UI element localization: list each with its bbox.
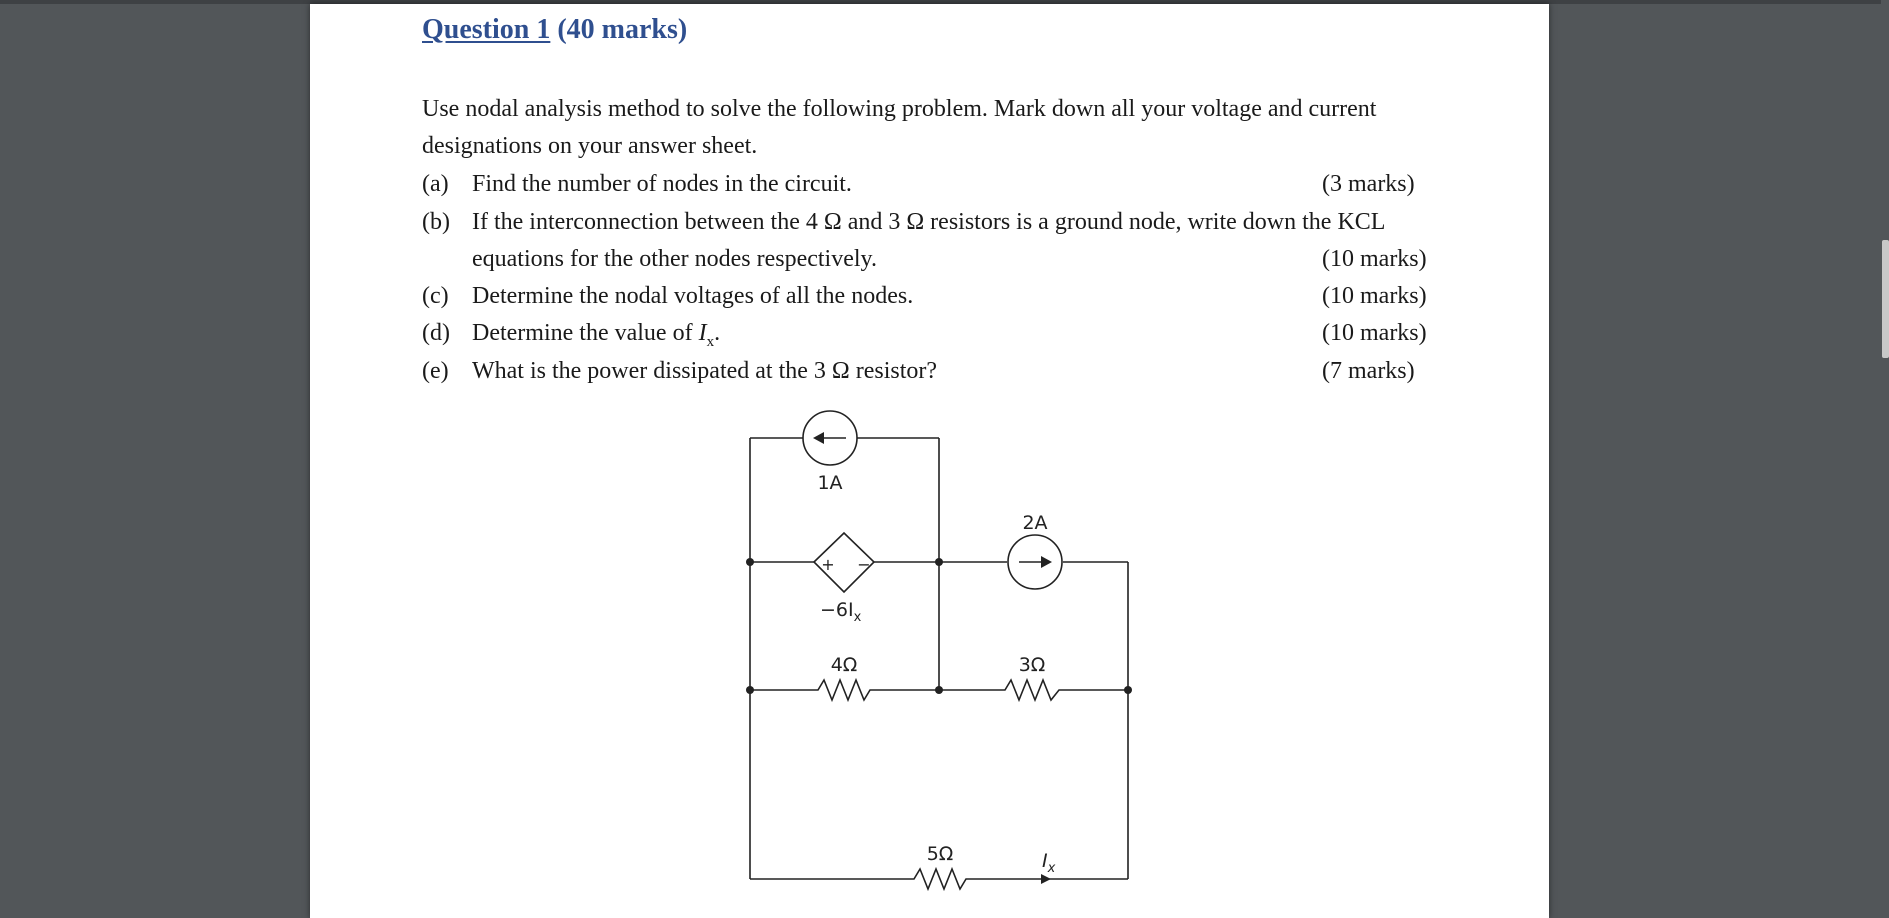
circuit-diagram: 1A 2A + − −6Ix 4Ω 3Ω 5Ω Ix bbox=[746, 410, 1132, 892]
intro-line-2: designations on your answer sheet. bbox=[422, 133, 758, 159]
resistor-4-ohm bbox=[810, 677, 878, 703]
question-title-link[interactable]: Question 1 bbox=[422, 14, 551, 45]
question-total-marks: (40 marks) bbox=[557, 14, 688, 45]
toolbar-shadow bbox=[0, 0, 1889, 4]
label-dep-source-subscript: x bbox=[854, 610, 862, 625]
intro-line-1: Use nodal analysis method to solve the f… bbox=[422, 96, 1377, 122]
part-a-marks: (3 marks) bbox=[1322, 171, 1415, 197]
label-dep-source-value: −6I bbox=[820, 599, 854, 621]
current-source-2a-arrowhead bbox=[1041, 556, 1052, 568]
part-b-marks: (10 marks) bbox=[1322, 246, 1427, 272]
label-dep-plus: + bbox=[821, 555, 834, 574]
part-a-text: Find the number of nodes in the circuit. bbox=[472, 171, 852, 197]
label-ix-value: I bbox=[1042, 850, 1048, 872]
part-c-text: Determine the nodal voltages of all the … bbox=[472, 283, 914, 309]
node-dot-left-lower bbox=[746, 686, 754, 694]
resistor-5-ohm bbox=[906, 866, 974, 892]
part-d-text: Determine the value of Ix. bbox=[472, 320, 720, 351]
current-source-1a-arrowhead bbox=[813, 432, 824, 444]
part-d-variable: I bbox=[698, 320, 707, 346]
part-e-text: What is the power dissipated at the 3 Ω … bbox=[472, 358, 938, 384]
part-c-marks: (10 marks) bbox=[1322, 283, 1427, 309]
label-1a: 1A bbox=[817, 472, 842, 494]
node-dot-middle-lower bbox=[935, 686, 943, 694]
label-r3: 3Ω bbox=[1019, 654, 1046, 676]
part-d-text-prefix: Determine the value of bbox=[472, 320, 699, 346]
part-d-marks: (10 marks) bbox=[1322, 320, 1427, 346]
node-dot-right bbox=[1124, 686, 1132, 694]
part-e-label: (e) bbox=[422, 358, 449, 384]
part-b-label: (b) bbox=[422, 209, 450, 235]
part-a-label: (a) bbox=[422, 171, 449, 197]
label-r5: 5Ω bbox=[927, 843, 954, 865]
label-2a: 2A bbox=[1022, 512, 1047, 534]
node-dot-middle-upper bbox=[935, 558, 943, 566]
label-r4: 4Ω bbox=[831, 654, 858, 676]
current-source-2a bbox=[1007, 534, 1063, 590]
part-d-text-suffix: . bbox=[714, 320, 721, 346]
part-d-label: (d) bbox=[422, 320, 450, 346]
part-e-marks: (7 marks) bbox=[1322, 358, 1415, 384]
scrollbar-track[interactable] bbox=[1881, 0, 1889, 918]
question-heading: Question 1 (40 marks) bbox=[422, 14, 687, 46]
current-source-1a bbox=[802, 410, 858, 466]
label-dep-minus: − bbox=[857, 555, 870, 574]
ix-arrowhead bbox=[1041, 874, 1051, 884]
part-b-text: If the interconnection between the 4 Ω a… bbox=[472, 209, 1386, 235]
resistor-3-ohm bbox=[997, 677, 1067, 703]
part-b-text-2: equations for the other nodes respective… bbox=[472, 246, 877, 272]
document-page: Question 1 (40 marks) Use nodal analysis… bbox=[310, 4, 1549, 918]
node-dot-left-upper bbox=[746, 558, 754, 566]
label-ix: Ix bbox=[1042, 850, 1056, 876]
label-ix-subscript: x bbox=[1047, 861, 1056, 876]
part-d-variable-subscript: x bbox=[706, 333, 715, 350]
part-c-label: (c) bbox=[422, 283, 449, 309]
dependent-voltage-source bbox=[812, 531, 876, 594]
label-dep-source: −6Ix bbox=[820, 599, 862, 625]
scrollbar-thumb[interactable] bbox=[1882, 240, 1889, 358]
